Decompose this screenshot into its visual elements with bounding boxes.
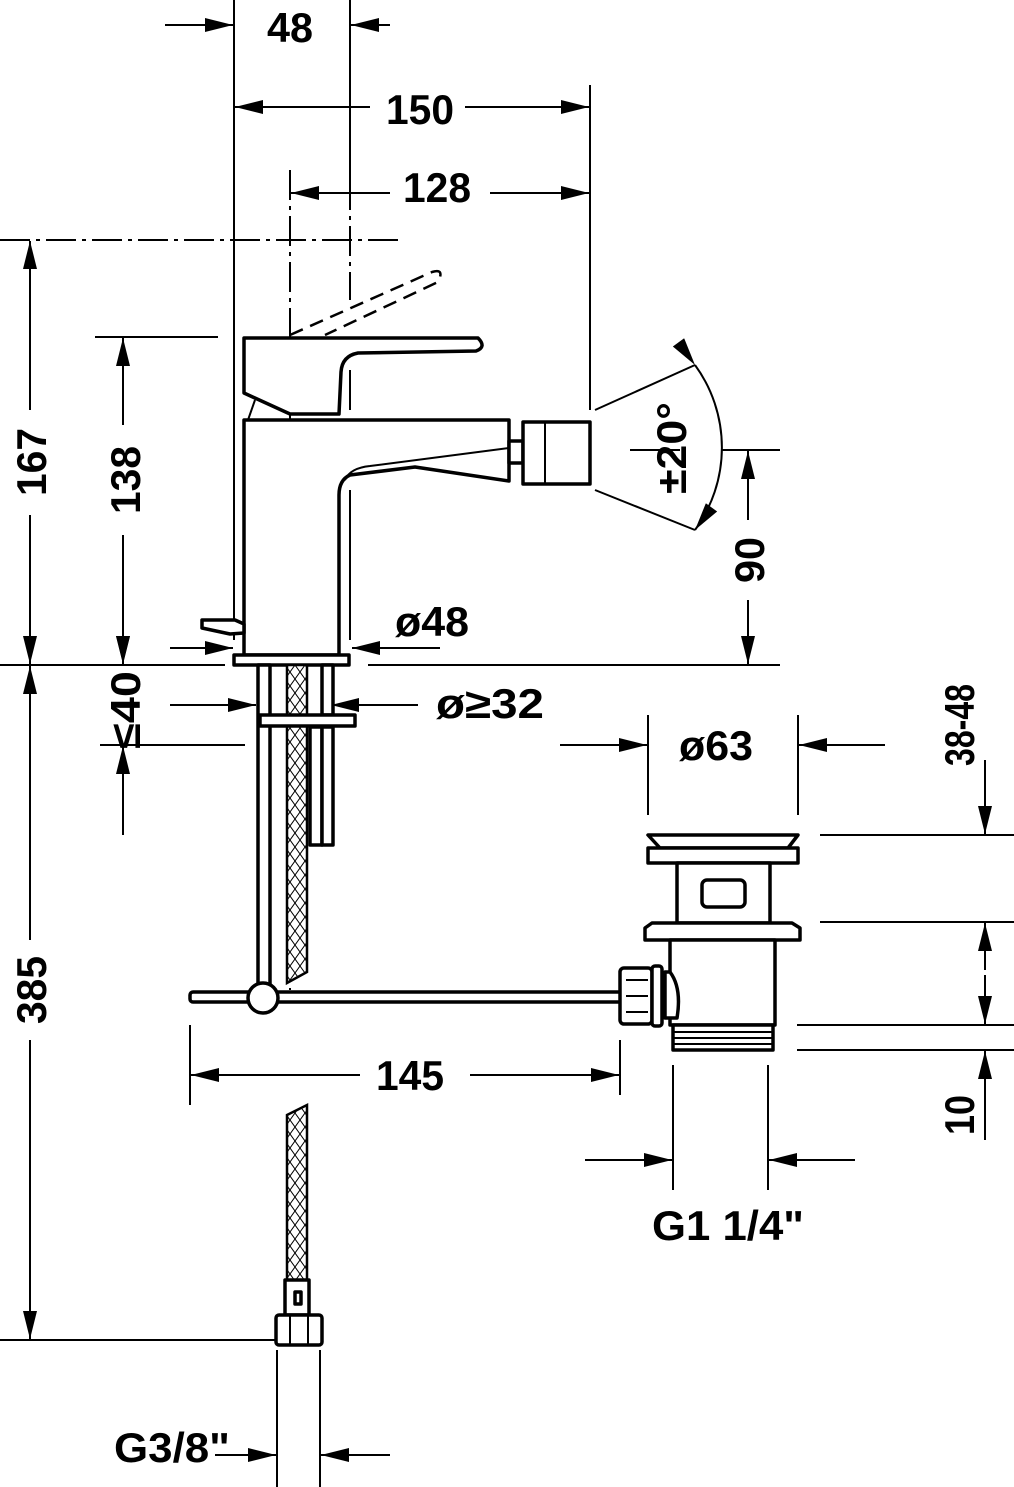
rod-joint bbox=[246, 981, 280, 1015]
lever-handle bbox=[242, 336, 484, 416]
popup-rod bbox=[256, 663, 272, 987]
dim-le40: ≤40 bbox=[102, 671, 149, 749]
popup-knob bbox=[200, 618, 246, 636]
dim-dia48: ø48 bbox=[395, 598, 469, 645]
nozzle-neck bbox=[507, 439, 525, 465]
popup-waste bbox=[618, 833, 802, 1052]
fixing-plate bbox=[258, 713, 357, 728]
dim-angle: ±20° bbox=[648, 402, 695, 494]
dim-dia32: ø≥32 bbox=[436, 680, 544, 727]
hose-nut bbox=[274, 1313, 324, 1347]
hose-lower bbox=[285, 1102, 309, 1282]
dim-145: 145 bbox=[376, 1052, 444, 1099]
dim-167: 167 bbox=[8, 428, 55, 496]
dim-128: 128 bbox=[403, 164, 471, 211]
dim-150: 150 bbox=[386, 86, 454, 133]
threaded-rod bbox=[320, 663, 335, 717]
faucet-body bbox=[242, 418, 511, 657]
dim-138: 138 bbox=[102, 446, 149, 514]
dim-38-48: 38-48 bbox=[936, 684, 983, 766]
bidet-mixer bbox=[188, 269, 632, 1347]
dim-g114: G1 1/4" bbox=[652, 1202, 804, 1249]
dim-90: 90 bbox=[726, 537, 773, 583]
dim-10: 10 bbox=[936, 1095, 983, 1135]
dim-g38: G3/8" bbox=[114, 1424, 230, 1471]
dim-48: 48 bbox=[267, 4, 313, 51]
dimension-labels: 48 150 128 167 138 ±20° 90 ø48 ≤40 ø≥32 … bbox=[8, 4, 983, 1471]
spray-nozzle bbox=[521, 420, 592, 486]
dim-dia63: ø63 bbox=[679, 722, 753, 769]
braided-hose bbox=[285, 663, 309, 986]
dimension-arrows bbox=[23, 17, 992, 1462]
dim-385: 385 bbox=[8, 956, 55, 1024]
